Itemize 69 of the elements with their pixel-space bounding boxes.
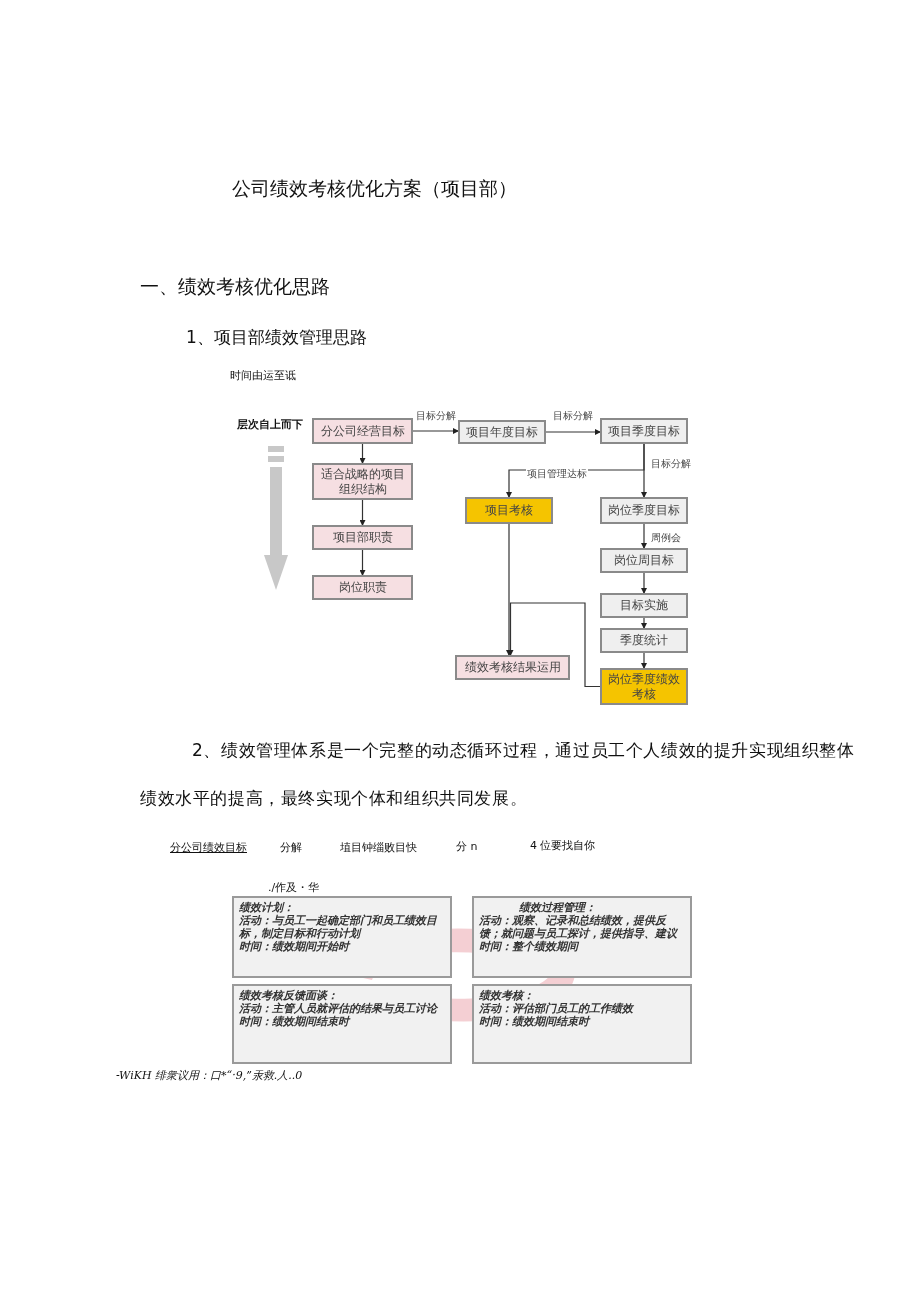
arrow bbox=[507, 602, 601, 688]
stage-heading: 绩效计划： bbox=[239, 901, 294, 914]
edge-label: 周例会 bbox=[650, 532, 682, 544]
stage-text: 活动：主管人员就评估的结果与员工讨论 bbox=[239, 1002, 437, 1015]
axis-note: 时间由运至诋 bbox=[230, 368, 296, 383]
box-text: 适合战略的项目组织结构 bbox=[319, 466, 406, 497]
box-text: 岗位季度目标 bbox=[608, 503, 680, 518]
stage-text: 时间：绩效期间结束时 bbox=[239, 1015, 349, 1028]
process-box bbox=[312, 418, 413, 444]
arrow bbox=[545, 429, 601, 435]
process-box bbox=[600, 548, 688, 573]
stage-heading: 绩效考核： bbox=[479, 989, 534, 1002]
box-text: 岗位季度绩效考核 bbox=[607, 671, 681, 702]
title: 公司绩效考核优化方案（项目部） bbox=[232, 176, 517, 201]
diagram-label: 4 位要找自你 bbox=[530, 838, 596, 853]
process-box bbox=[312, 575, 413, 600]
edge-label: 目标分解 bbox=[552, 410, 594, 422]
diagram-label: 分 n bbox=[456, 839, 478, 854]
process-box bbox=[458, 420, 546, 444]
arrow bbox=[641, 523, 647, 549]
process-box bbox=[455, 655, 570, 680]
stage-text: 活动：观察、记录和总结绩效，提供反馈；就问题与员工探讨，提供指导、建议 bbox=[479, 914, 679, 940]
process-box bbox=[600, 418, 688, 444]
diagram-label: 分解 bbox=[280, 840, 302, 855]
stage-text: 活动：评估部门员工的工作绩效 bbox=[479, 1002, 633, 1015]
stage-box bbox=[472, 896, 692, 978]
box-text: 季度统计 bbox=[620, 633, 668, 648]
box-text: 项目部职责 bbox=[332, 530, 393, 545]
stage-heading: 绩效过程管理： bbox=[518, 901, 596, 914]
stage-text: 活动：与员工一起确定部门和员工绩效目标，制定目标和行动计划 bbox=[239, 914, 438, 940]
stage-box bbox=[232, 984, 452, 1064]
process-box bbox=[312, 525, 413, 550]
process-box bbox=[600, 593, 688, 618]
arrow bbox=[506, 523, 512, 656]
footnote-text: -WiKH 绯衆议用：口*“·9,”汞救.人..0 bbox=[116, 1068, 303, 1083]
arrow bbox=[641, 652, 647, 669]
diagram-label: 分公司绩效目标 bbox=[170, 840, 247, 855]
subheading: 1、项目部绩效管理思路 bbox=[186, 326, 367, 349]
stage-text: 时间：绩效期间结束时 bbox=[479, 1015, 589, 1028]
process-box bbox=[600, 628, 688, 653]
stage-text: 时间：绩效期间开始时 bbox=[239, 940, 349, 953]
stage-heading: 绩效考核反馈面谈： bbox=[239, 989, 338, 1002]
box-text: 项目年度目标 bbox=[466, 424, 538, 440]
box-text: 岗位周目标 bbox=[614, 553, 674, 568]
paragraph: 2、绩效管理体系是一个完整的动态循环过程，通过员工个人绩效的提升实现组织整体绩效水平的提高，最终实现个体和组织共同发展。 bbox=[140, 739, 856, 810]
arrow bbox=[641, 617, 647, 629]
arrow bbox=[359, 443, 366, 464]
box-text: 项目季度目标 bbox=[608, 423, 680, 439]
edge-label: 目标分解 bbox=[415, 410, 457, 422]
arrow bbox=[641, 572, 647, 594]
edge-label: 项目管理达标 bbox=[526, 468, 588, 480]
box-text: 项目考核 bbox=[485, 503, 533, 518]
process-box bbox=[600, 497, 688, 524]
process-box bbox=[465, 497, 553, 524]
section-heading: 一、绩效考核优化思路 bbox=[140, 274, 330, 299]
arrow bbox=[359, 549, 366, 576]
box-text: 分公司经营目标 bbox=[320, 423, 405, 439]
stage-box bbox=[472, 984, 692, 1064]
edge-label: 目标分解 bbox=[650, 458, 692, 470]
diagram-label: 埴目钟缁败目快 bbox=[340, 840, 417, 855]
stage-box bbox=[232, 896, 452, 978]
box-text: 绩效考核结果运用 bbox=[464, 660, 561, 675]
box-text: 目标实施 bbox=[620, 598, 668, 613]
process-box bbox=[312, 463, 413, 500]
arrow bbox=[412, 428, 459, 434]
arrow bbox=[359, 499, 366, 526]
stage-text: 时间：整个绩效期间 bbox=[479, 940, 578, 953]
process-box bbox=[600, 668, 688, 705]
box-text: 岗位职责 bbox=[338, 580, 387, 595]
